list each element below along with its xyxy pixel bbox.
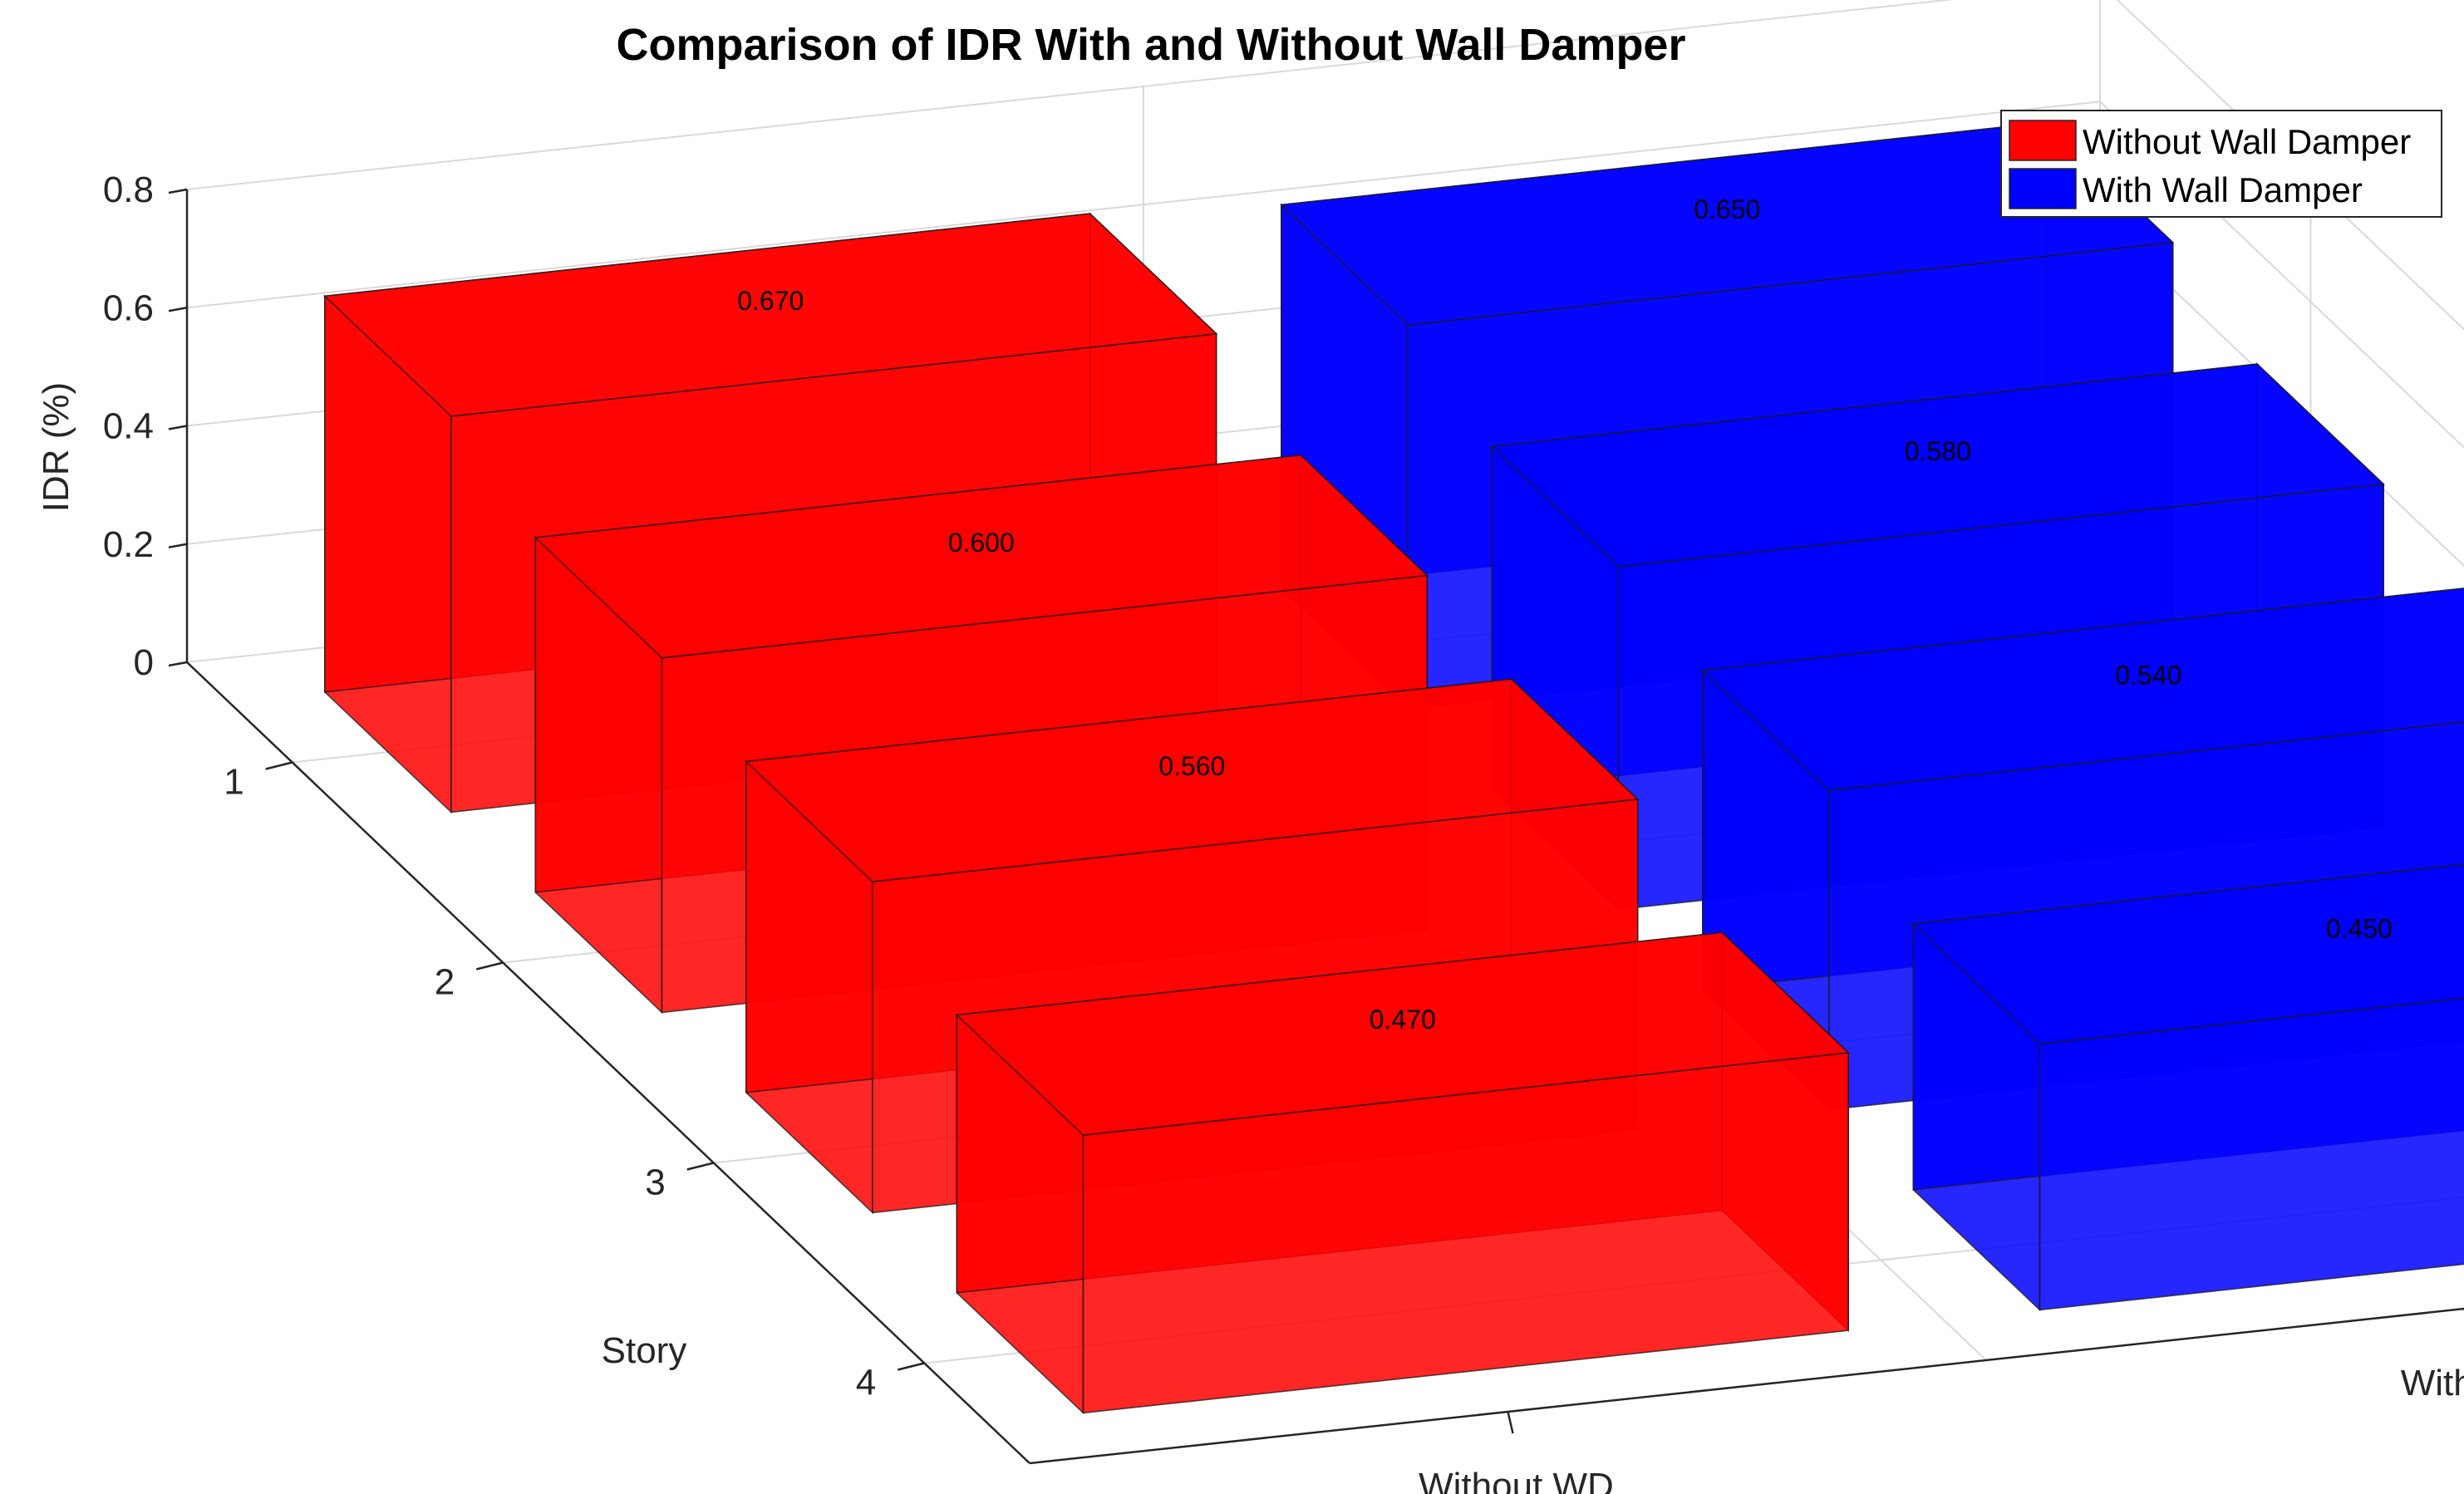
z-tick-mark bbox=[168, 425, 188, 430]
grid-line bbox=[2099, 101, 2464, 450]
x-tick-label: Without WD bbox=[1419, 1466, 1614, 1494]
data-label: 0.670 bbox=[737, 286, 804, 316]
z-tick-mark bbox=[168, 661, 188, 667]
bar-face-front bbox=[2039, 997, 2464, 1311]
data-label: 0.560 bbox=[1158, 751, 1225, 781]
y-tick-label: 2 bbox=[435, 962, 455, 1003]
legend-label: Without Wall Damper bbox=[2083, 122, 2411, 161]
bar-with-wd-story-4: 0.450 bbox=[1911, 863, 2464, 1312]
z-tick-label: 0.2 bbox=[103, 524, 154, 565]
bar-face-top bbox=[955, 931, 1851, 1136]
data-label: 0.470 bbox=[1370, 1005, 1436, 1034]
data-label: 0.450 bbox=[2326, 913, 2393, 943]
z-axis-label: IDR (%) bbox=[36, 382, 76, 512]
bar-face-top bbox=[744, 678, 1640, 882]
data-label: 0.540 bbox=[2115, 660, 2181, 690]
z-tick-label: 0.8 bbox=[103, 170, 154, 210]
data-label: 0.650 bbox=[1694, 194, 1760, 224]
data-label: 0.600 bbox=[948, 528, 1015, 558]
bar-without-wd-story-4: 0.470 bbox=[955, 931, 1851, 1415]
x-tick-label: With WD bbox=[2401, 1363, 2464, 1403]
x-axis-line bbox=[1029, 1307, 2464, 1465]
z-tick-label: 0.6 bbox=[103, 287, 154, 328]
y-axis-label: Story bbox=[602, 1330, 687, 1371]
bars-layer: 0.650 0.670 0.580 0.600 0.540 0.560 0.450 0.470 bbox=[322, 120, 2464, 1415]
y-tick-mark bbox=[686, 1162, 715, 1171]
grid-line bbox=[2099, 219, 2464, 568]
y-tick-mark bbox=[265, 761, 293, 770]
legend-label: With Wall Damper bbox=[2083, 170, 2363, 209]
bar-face-top bbox=[1490, 363, 2386, 568]
bar-face-top bbox=[1700, 587, 2464, 792]
z-tick-mark bbox=[168, 543, 188, 548]
z-tick-mark bbox=[168, 188, 188, 194]
z-tick-label: 0.4 bbox=[103, 406, 154, 447]
bar-face-top bbox=[1911, 863, 2464, 1045]
y-tick-mark bbox=[897, 1362, 925, 1371]
z-tick-label: 0 bbox=[134, 642, 154, 683]
z-tick-mark bbox=[168, 307, 188, 312]
bar-face-top bbox=[534, 454, 1429, 659]
data-label: 0.580 bbox=[1905, 436, 1971, 466]
chart-title: Comparison of IDR With and Without Wall … bbox=[617, 20, 1686, 70]
legend-swatch bbox=[2009, 168, 2077, 209]
y-tick-mark bbox=[475, 961, 504, 971]
y-tick-label: 3 bbox=[645, 1162, 665, 1203]
legend-swatch bbox=[2009, 120, 2077, 161]
bar-face-top bbox=[322, 213, 1218, 417]
y-tick-label: 4 bbox=[856, 1363, 876, 1403]
y-axis-line bbox=[186, 661, 1030, 1464]
y-tick-label: 1 bbox=[224, 762, 243, 803]
x-tick-mark bbox=[1507, 1411, 1514, 1434]
